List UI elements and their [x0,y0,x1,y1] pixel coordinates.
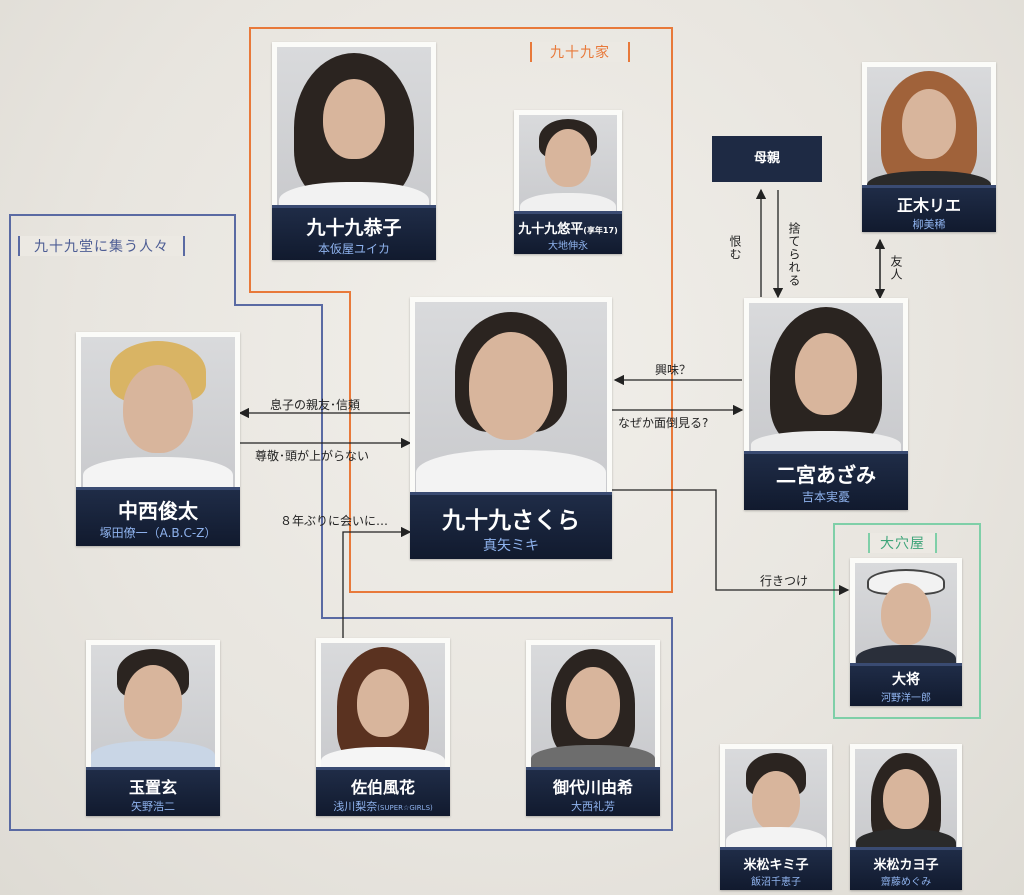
name-yuki: 御代川由希 [552,778,633,797]
card-kayoko[interactable]: 米松カヨ子 齋藤めぐみ [850,744,962,890]
card-gen[interactable]: 玉置玄 矢野浩二 [86,640,220,816]
name-kyoko: 九十九恭子 [306,217,402,239]
card-shunta[interactable]: 中西俊太 塚田僚一（A.B.C-Z） [76,332,240,546]
relation-suterareru: 捨てられる [787,222,801,287]
actor-kyoko: 本仮屋ユイカ [317,242,390,256]
name-kimiko: 米松キミ子 [743,858,809,873]
name-fuka: 佐伯風花 [350,778,415,797]
actor-yuki: 大西礼芳 [571,800,615,813]
actor-fuka: 浅川梨奈 [333,800,378,813]
portrait-gen [91,645,215,769]
relation-nazeka: なぜか面倒見る? [618,416,709,430]
portrait-shunta [81,337,235,489]
card-kimiko[interactable]: 米松キミ子 飯沼千恵子 [720,744,832,890]
name-gen: 玉置玄 [128,778,177,797]
card-yuki[interactable]: 御代川由希 大西礼芳 [526,640,660,816]
name-azami: 二宮あざみ [776,463,876,487]
portrait-yuki [531,645,655,769]
portrait-kimiko [725,749,827,849]
name-yuhei: 九十九悠平 [518,222,584,237]
actor-gen: 矢野浩二 [131,800,175,813]
relation-kyomi: 興味？ [655,363,692,377]
card-sakura[interactable]: 九十九さくら 真矢ミキ [410,297,612,559]
relation-sonkei: 尊敬･頭が上がらない [255,449,370,463]
name-shunta: 中西俊太 [118,499,198,523]
name-kayoko: 米松カヨ子 [873,858,939,873]
relation-musuko: 息子の親友･信頼 [270,398,361,412]
hachinen-arrow [342,526,412,638]
family-frame [249,27,673,593]
name-rie: 正木リエ [896,196,961,215]
portrait-kyoko [277,47,431,207]
name-note-yuhei: (享年17) [583,226,618,235]
card-fuka[interactable]: 佐伯風花 浅川梨奈(SUPER☆GIRLS) [316,638,450,816]
card-azami[interactable]: 二宮あざみ 吉本実憂 [744,298,908,510]
actor-note-fuka: (SUPER☆GIRLS) [377,804,433,812]
relation-urami: 恨む [728,235,742,261]
name-taisho: 大将 [892,672,920,688]
actor-yuhei: 大地伸永 [548,241,588,252]
actor-kayoko: 齋藤めぐみ [880,877,932,888]
people-frame [9,214,673,831]
relation-hachinen: ８年ぶりに会いに… [280,514,389,528]
portrait-taisho [855,563,957,667]
portrait-rie [867,67,991,187]
card-kyoko[interactable]: 九十九恭子 本仮屋ユイカ [272,42,436,260]
portrait-kayoko [855,749,957,849]
card-taisho[interactable]: 大将 河野洋一郎 [850,558,962,706]
group-label-tsukumo-family: 九十九家 [530,42,630,62]
portrait-sakura [415,302,607,492]
portrait-yuhei [519,115,617,215]
oanaya-frame [833,523,981,719]
portrait-fuka [321,643,445,769]
actor-taisho: 河野洋一郎 [881,693,931,704]
actor-rie: 柳美稀 [912,218,946,231]
name-sakura: 九十九さくら [442,508,580,534]
actor-shunta: 塚田僚一（A.B.C-Z） [99,526,217,540]
group-label-oanaya: 大穴屋 [868,533,937,553]
actor-sakura: 真矢ミキ [483,538,539,554]
ikitsuke-arrow [612,489,850,596]
card-rie[interactable]: 正木リエ 柳美稀 [862,62,996,232]
portrait-azami [749,303,903,453]
actor-azami: 吉本実憂 [801,490,850,504]
group-label-tsukumodo-people: 九十九堂に集う人々 [18,236,185,256]
card-yuhei[interactable]: 九十九悠平(享年17) 大地伸永 [514,110,622,254]
mother-box: 母親 [712,136,822,182]
actor-kimiko: 飯沼千恵子 [751,877,801,888]
relation-yujin: 友人 [889,255,903,281]
relation-ikitsuke: 行きつけ [760,574,809,588]
